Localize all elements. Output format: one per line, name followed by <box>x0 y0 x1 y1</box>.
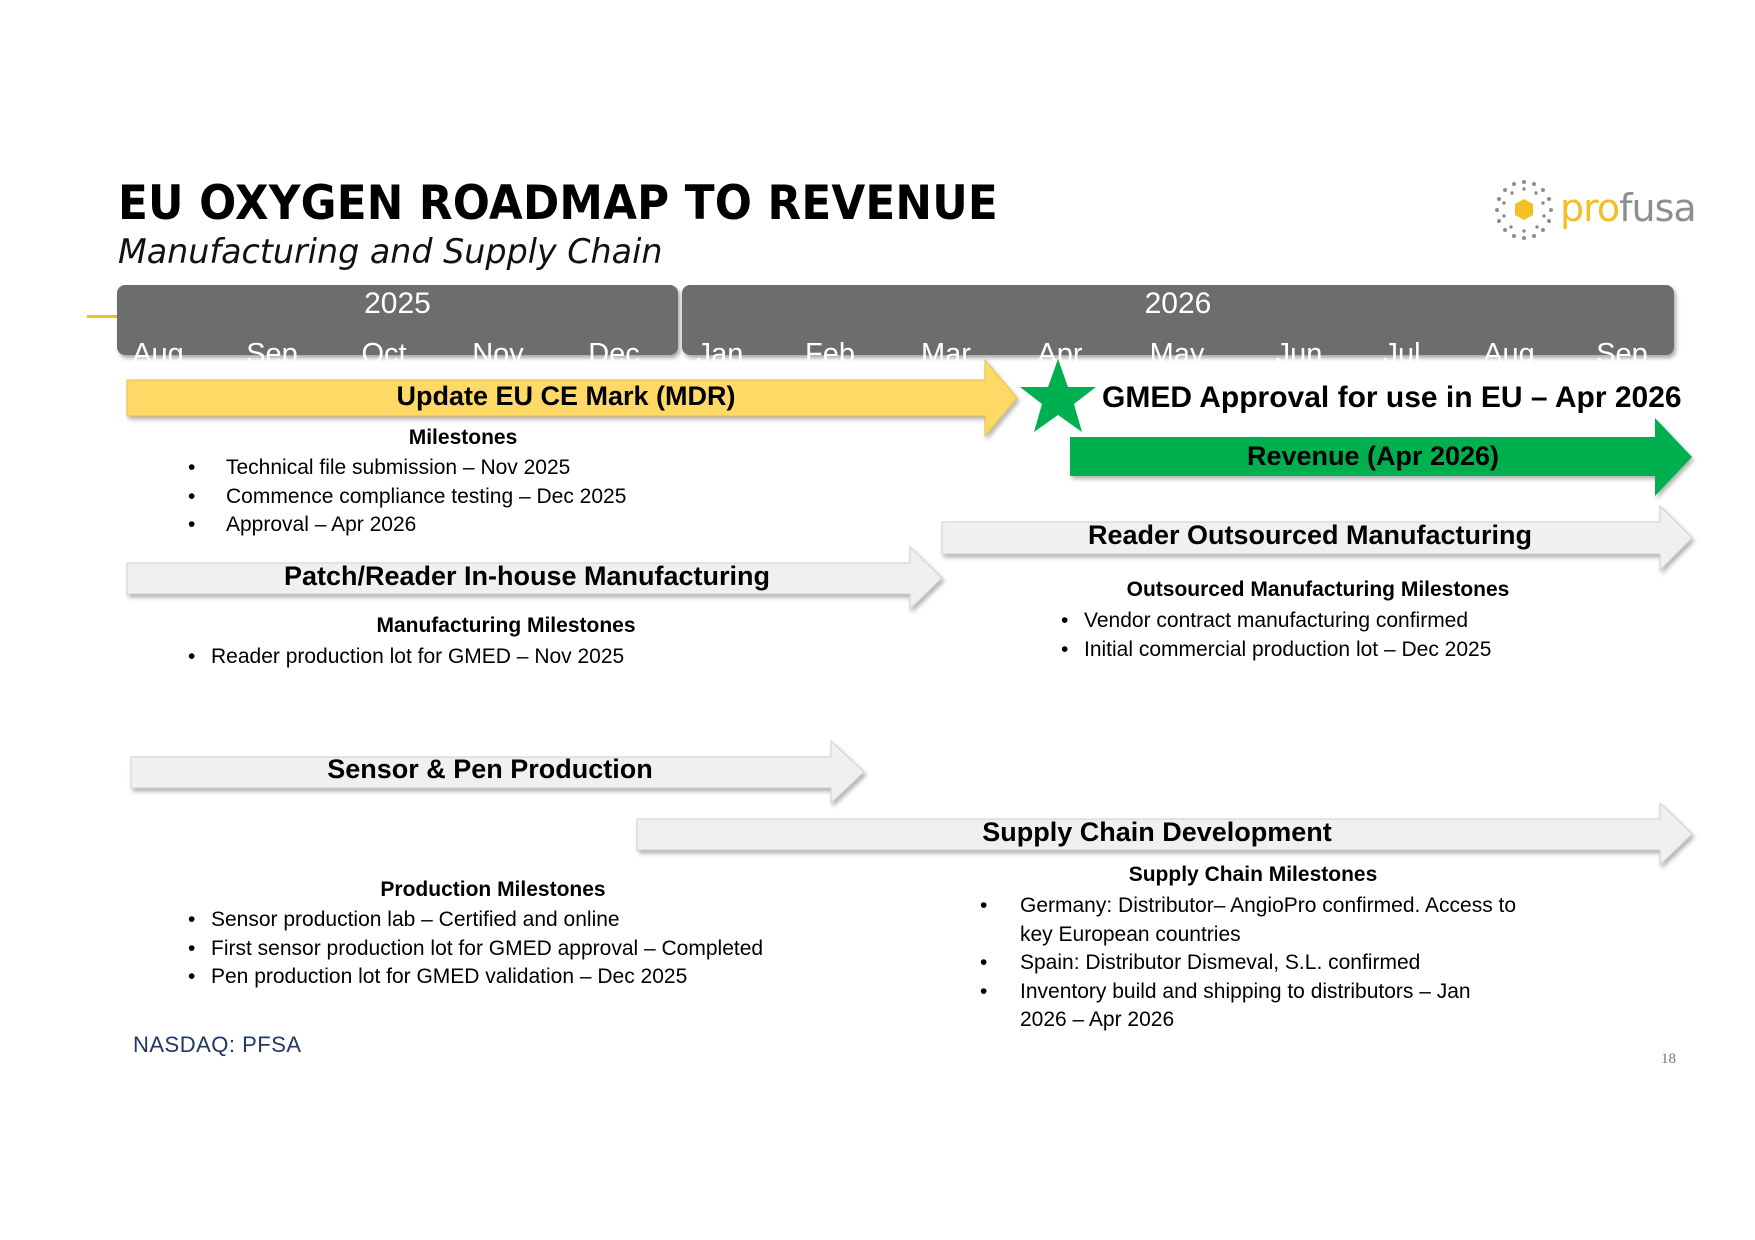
month-oct-2025: Oct <box>361 338 407 370</box>
star-icon <box>1020 359 1096 432</box>
list-item: •Reader production lot for GMED – Nov 20… <box>188 645 625 668</box>
update-ce-label: Update EU CE Mark (MDR) <box>396 381 736 411</box>
list-item: •Inventory build and shipping to distrib… <box>980 979 1471 1032</box>
production-milestones-list: •Sensor production lab – Certified and o… <box>188 906 763 992</box>
supply-milestones-heading: Supply Chain Milestones <box>1128 863 1378 886</box>
month-sep-2026: Sep <box>1596 338 1648 370</box>
outsourced-milestones-list: •Vendor contract manufacturing confirmed… <box>1061 607 1491 664</box>
company-logo: profusa <box>1492 176 1697 246</box>
month-mar-2026: Mar <box>921 338 971 370</box>
logo-wordmark: profusa <box>1560 186 1697 230</box>
revenue-label: Revenue (Apr 2026) <box>1246 441 1500 471</box>
reader-outsourced-arrow <box>941 504 1693 572</box>
list-item: •First sensor production lot for GMED ap… <box>188 936 764 960</box>
ticker-label: NASDAQ: PFSA <box>133 1032 302 1057</box>
year-label-2025: 2025 <box>364 287 431 320</box>
list-item: •Initial commercial production lot – Dec… <box>1061 637 1492 661</box>
reader-outsourced-label: Reader Outsourced Manufacturing <box>1087 520 1533 550</box>
sensor-pen-arrow <box>130 739 865 805</box>
supply-chain-label: Supply Chain Development <box>982 817 1332 847</box>
outsourced-milestones-heading: Outsourced Manufacturing Milestones <box>1126 578 1510 601</box>
month-dec-2025: Dec <box>588 338 640 370</box>
year-label-2026: 2026 <box>1144 287 1212 320</box>
accent-line <box>87 315 119 318</box>
production-milestones-heading: Production Milestones <box>380 878 606 901</box>
month-jul-2026: Jul <box>1383 338 1421 370</box>
month-nov-2025: Nov <box>472 338 524 370</box>
revenue-arrow <box>1070 418 1692 496</box>
month-jun-2026: Jun <box>1275 338 1323 370</box>
inhouse-arrow <box>126 545 943 611</box>
year-bar-2026: 2026 <box>682 285 1674 355</box>
list-item: •Vendor contract manufacturing confirmed <box>1061 609 1469 632</box>
month-aug-2025: Aug <box>132 338 184 370</box>
list-item: •Spain: Distributor Dismeval, S.L. confi… <box>980 951 1421 974</box>
list-item: •Sensor production lab – Certified and o… <box>188 908 620 931</box>
inhouse-label: Patch/Reader In-house Manufacturing <box>283 561 771 591</box>
list-item: •Approval – Apr 2026 <box>188 513 417 536</box>
month-may-2026: May <box>1149 338 1205 370</box>
list-item: •Technical file submission – Nov 2025 <box>188 456 571 479</box>
supply-chain-arrow <box>636 801 1693 867</box>
ce-milestones-heading: Milestones <box>408 426 518 449</box>
list-item: •Commence compliance testing – Dec 2025 <box>188 484 627 508</box>
page-title: EU OXYGEN ROADMAP TO REVENUE <box>118 176 998 231</box>
sensor-pen-label: Sensor & Pen Production <box>327 754 653 784</box>
list-item: •Pen production lot for GMED validation … <box>188 965 688 988</box>
month-aug-2026: Aug <box>1483 338 1535 370</box>
year-bar-2025: 2025 <box>117 285 678 355</box>
month-sep-2025: Sep <box>246 338 298 370</box>
hexagon-dots-icon <box>1495 180 1553 240</box>
month-feb-2026: Feb <box>805 338 855 370</box>
month-jan-2026: Jan <box>696 338 744 370</box>
list-item: •Germany: Distributor– AngioPro confirme… <box>980 894 1517 946</box>
ce-milestones-list: •Technical file submission – Nov 2025 •C… <box>188 454 626 540</box>
page-number: 18 <box>1661 1051 1676 1067</box>
update-ce-arrow <box>126 358 1018 438</box>
page-subtitle: Manufacturing and Supply Chain <box>118 232 663 272</box>
supply-milestones-list: •Germany: Distributor– AngioPro confirme… <box>980 892 1520 1035</box>
gmed-approval-text: GMED Approval for use in EU – Apr 2026 <box>1102 381 1682 414</box>
manufacturing-milestones-heading: Manufacturing Milestones <box>376 614 636 637</box>
manufacturing-milestones-list: •Reader production lot for GMED – Nov 20… <box>188 643 624 672</box>
